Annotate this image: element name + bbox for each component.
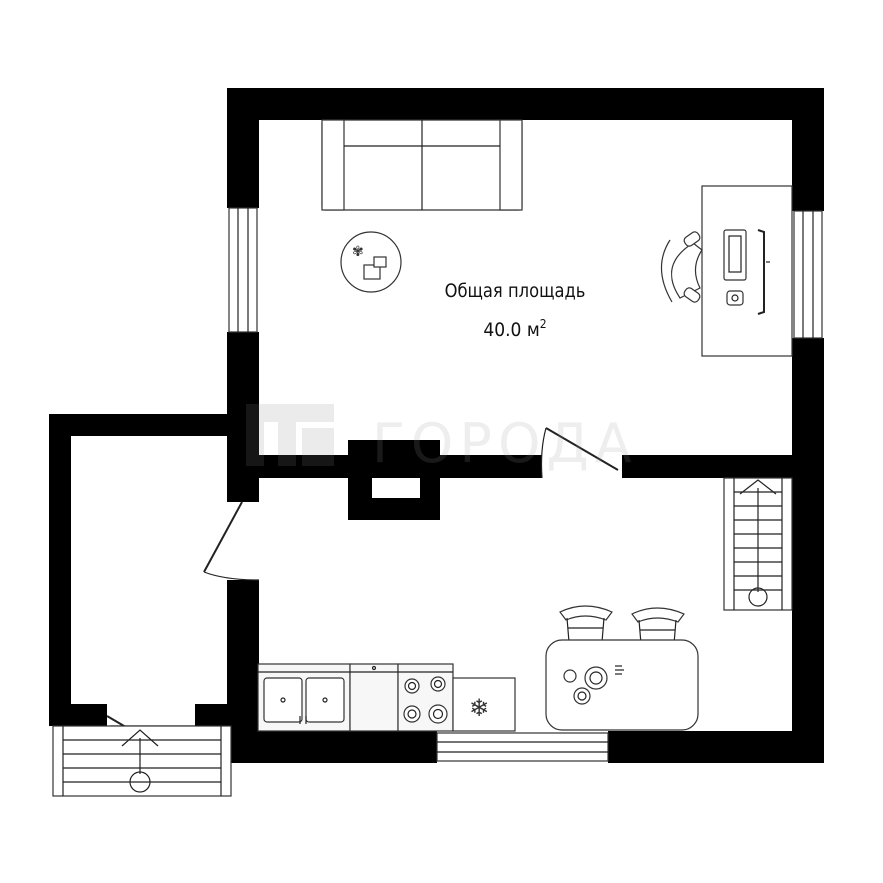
area-unit-superscript: 2 [539, 317, 547, 331]
sofa-icon [321, 119, 523, 211]
svg-text:❄: ❄ [469, 694, 489, 722]
walls [227, 88, 824, 763]
window-icon [793, 210, 823, 339]
round-table-icon: ✾ [340, 231, 402, 293]
vestibule-walls [49, 414, 229, 726]
area-value-number: 40.0 м [483, 319, 540, 341]
area-label: Общая площадь 40.0 м2 [400, 282, 630, 340]
area-value: 40.0 м2 [412, 318, 619, 340]
door-icon [203, 501, 260, 581]
desk-icon [701, 185, 793, 357]
bar-stool-icon [559, 605, 613, 643]
dishwasher-icon [349, 663, 399, 732]
watermark: ГОРОДА [244, 402, 644, 475]
fridge-icon: ❄ [452, 677, 516, 732]
stairs-icon [723, 477, 793, 611]
dining-table-icon [545, 639, 699, 731]
watermark-logo-icon [246, 404, 334, 466]
bar-stool-icon [631, 607, 685, 645]
office-chair-icon [660, 231, 703, 303]
door-icon [540, 427, 619, 479]
window-icon [436, 732, 609, 762]
area-title: Общая площадь [444, 280, 586, 302]
watermark-text: ГОРОДА [372, 412, 638, 475]
window-icon [228, 207, 258, 333]
laptop-icon [723, 229, 770, 315]
svg-text:✾: ✾ [352, 244, 364, 260]
stairs-icon [52, 725, 232, 797]
fireplace-icon [348, 440, 440, 441]
sink-icon [257, 663, 351, 732]
stove-icon [397, 663, 454, 732]
